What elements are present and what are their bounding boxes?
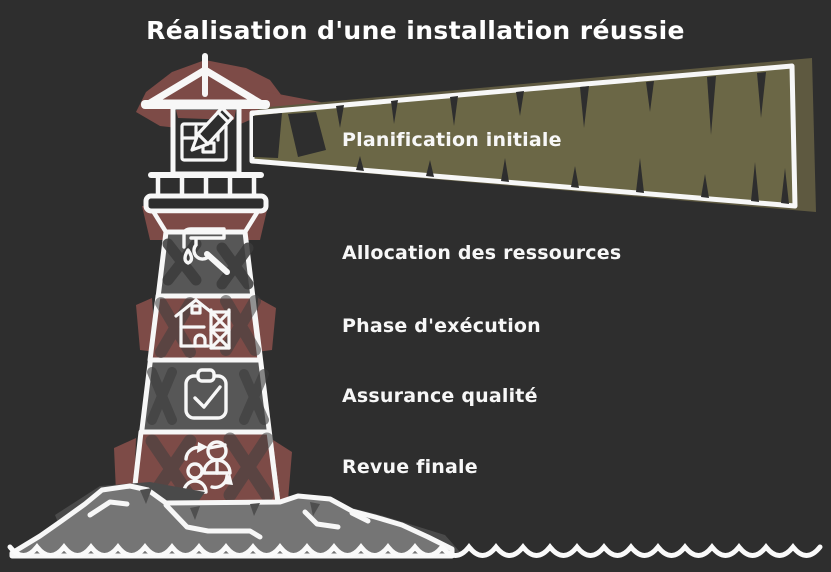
- stage-label-assurance: Assurance qualité: [342, 385, 538, 407]
- tower-section-3-texture: [147, 367, 269, 425]
- gallery-railing: [148, 172, 264, 199]
- stage-label-allocation: Allocation des ressources: [342, 242, 622, 264]
- tower-section-4-texture: [145, 432, 274, 504]
- stage-label-execution: Phase d'exécution: [342, 315, 541, 337]
- light-beam-body: [249, 63, 798, 209]
- stage-label-planification: Planification initiale: [342, 129, 562, 151]
- house-scaffold-icon: [174, 298, 231, 350]
- rock-cracks: [87, 499, 371, 540]
- lighthouse: [130, 53, 281, 506]
- blueprint-pencil-icon: [180, 106, 234, 162]
- team-handover-icon: [182, 440, 233, 494]
- waves: [7, 542, 823, 558]
- light-beam-texture: [253, 72, 789, 204]
- rock-dark-specks: [140, 488, 320, 520]
- page-title: Réalisation d'une installation réussie: [146, 16, 685, 45]
- rocks: [9, 482, 460, 559]
- tower-section-2-texture: [155, 295, 261, 358]
- clipboard-check-icon: [184, 368, 228, 420]
- light-beam: [249, 58, 816, 212]
- stage-label-revue: Revue finale: [342, 456, 478, 478]
- tower-section-1-texture: [162, 238, 254, 290]
- faucet-wrench-icon: [182, 227, 230, 275]
